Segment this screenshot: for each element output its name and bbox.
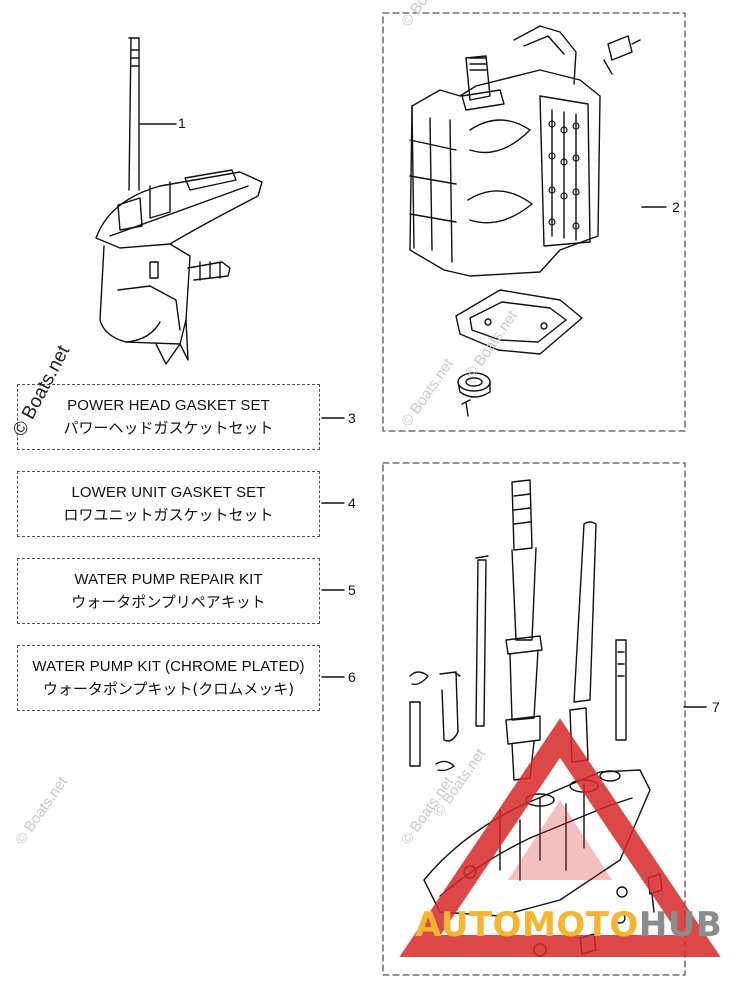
kit-label-jp: ウォータポンプリペアキット [71, 593, 266, 611]
kit-label-en: LOWER UNIT GASKET SET [71, 484, 266, 501]
brand-logo-triangle [399, 718, 721, 957]
callout-6: 6 [348, 669, 356, 685]
powerhead-drawing [382, 12, 686, 432]
kit-box-water-pump-repair: WATER PUMP REPAIR KIT ウォータポンプリペアキット [17, 558, 320, 624]
callout-2: 2 [672, 199, 680, 215]
kit-box-power-head-gasket: POWER HEAD GASKET SET パワーヘッドガスケットセット [17, 384, 320, 450]
kit-label-en: WATER PUMP KIT (CHROME PLATED) [32, 658, 305, 675]
brand-part-auto: AUTO [415, 905, 522, 945]
lower-unit-drawing [95, 37, 263, 365]
callout-4: 4 [348, 495, 356, 511]
kit-box-water-pump-chrome: WATER PUMP KIT (CHROME PLATED) ウォータポンプキッ… [17, 645, 320, 711]
brand-part-moto: MOTO [521, 905, 639, 945]
callout-1: 1 [178, 115, 186, 131]
kit-label-jp: パワーヘッドガスケットセット [63, 419, 274, 437]
callout-3: 3 [348, 410, 356, 426]
brand-part-hub: HUB [638, 905, 723, 945]
kit-label-en: POWER HEAD GASKET SET [67, 397, 270, 414]
brand-wordmark: AUTOMOTOHUB [415, 905, 722, 945]
kit-label-en: WATER PUMP REPAIR KIT [74, 571, 263, 588]
kit-label-jp: ウォータポンプキット(クロムメッキ) [42, 680, 295, 698]
callout-5: 5 [348, 582, 356, 598]
kit-box-lower-unit-gasket: LOWER UNIT GASKET SET ロワユニットガスケットセット [17, 471, 320, 537]
callout-7: 7 [712, 699, 720, 715]
kit-label-jp: ロワユニットガスケットセット [63, 506, 274, 524]
